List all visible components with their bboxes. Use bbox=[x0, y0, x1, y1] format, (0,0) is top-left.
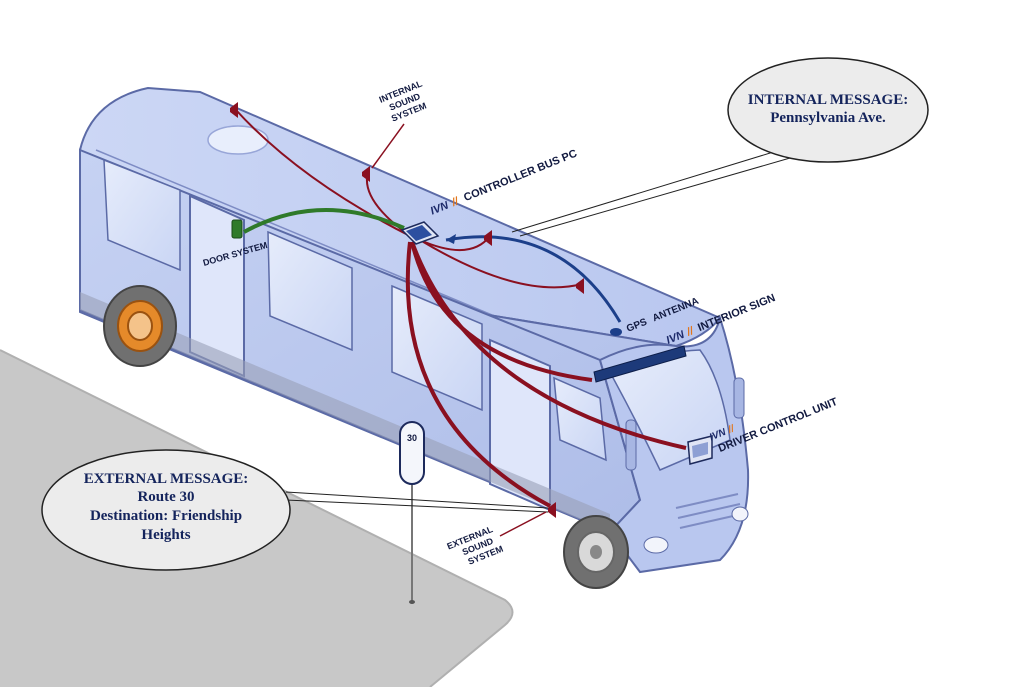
mirror-left bbox=[625, 419, 637, 471]
rear-wheel bbox=[103, 285, 177, 367]
interior-sign-display bbox=[593, 345, 687, 383]
internal-message-text: Pennsylvania Ave. bbox=[770, 110, 886, 126]
external-message-title: EXTERNAL MESSAGE: bbox=[84, 471, 249, 487]
svg-text://: // bbox=[726, 423, 737, 436]
external-message-line2: Destination: Friendship bbox=[90, 508, 242, 524]
callout-leaders bbox=[285, 149, 791, 513]
speaker-icon bbox=[230, 102, 584, 518]
thick-audio-wires bbox=[405, 241, 687, 508]
headlight-left bbox=[643, 536, 669, 554]
side-window-4 bbox=[553, 376, 607, 462]
stop-route-number: 30 bbox=[407, 433, 417, 443]
external-message-line1: Route 30 bbox=[137, 489, 194, 505]
external-sound-pointer bbox=[499, 511, 547, 537]
bus-stop-sign bbox=[399, 421, 425, 485]
controller-bus-pc-device bbox=[400, 221, 440, 245]
mirror-right bbox=[733, 377, 745, 419]
stop-pole-base bbox=[409, 600, 415, 604]
external-sound-label: EXTERNAL SOUND SYSTEM bbox=[446, 524, 505, 567]
gps-antenna-icon bbox=[610, 328, 622, 336]
external-message-line3: Heights bbox=[141, 527, 190, 543]
door-wire bbox=[243, 208, 405, 234]
front-wheel bbox=[563, 515, 629, 589]
side-window-2 bbox=[267, 230, 353, 352]
external-message-bubble bbox=[41, 449, 291, 571]
headlight-right bbox=[731, 506, 749, 522]
side-window-1 bbox=[103, 158, 181, 272]
gps-arrow bbox=[446, 234, 456, 244]
roof-hatch bbox=[207, 125, 269, 155]
internal-message-title: INTERNAL MESSAGE: bbox=[748, 92, 908, 108]
internal-sound-pointer bbox=[371, 123, 405, 169]
driver-control-unit-device bbox=[687, 435, 713, 465]
front-grille bbox=[675, 493, 743, 529]
internal-message-bubble bbox=[727, 57, 929, 163]
svg-text:CONTROLLER BUS PC: CONTROLLER BUS PC bbox=[462, 148, 579, 204]
gps-wire bbox=[445, 235, 622, 323]
side-window-3 bbox=[391, 284, 483, 412]
curb-edge bbox=[0, 349, 514, 687]
internal-sound-label: INTERNAL SOUND SYSTEM bbox=[378, 78, 428, 123]
side-skirt bbox=[80, 292, 610, 532]
door-system-device bbox=[231, 219, 243, 239]
